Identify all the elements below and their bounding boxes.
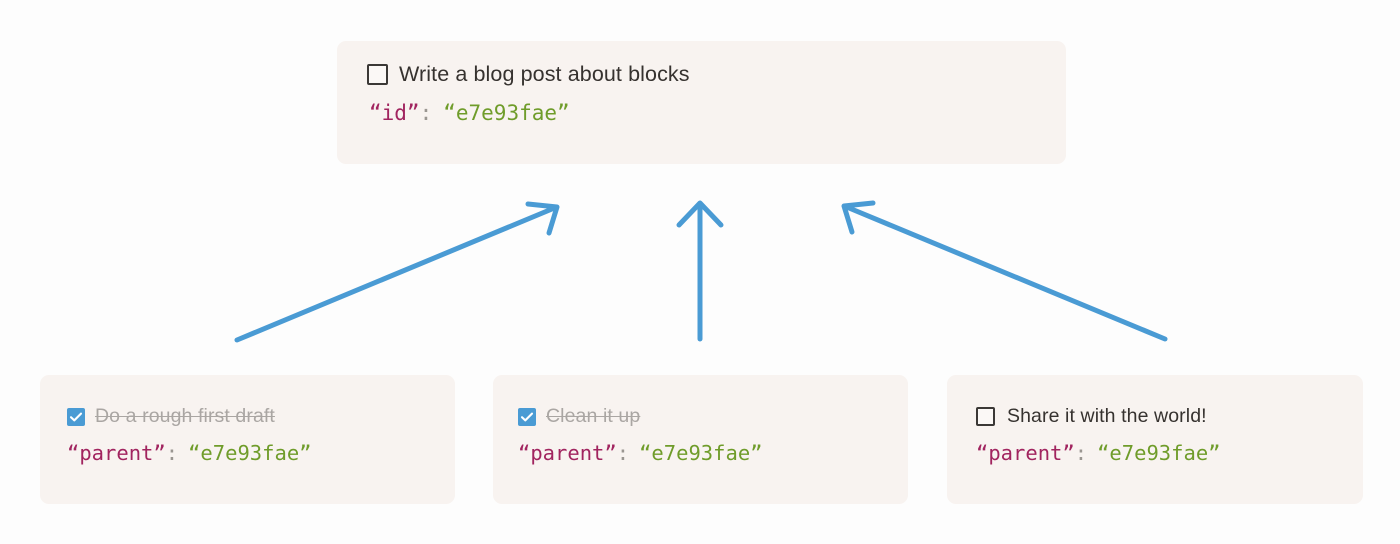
child-task-label: Clean it up: [546, 405, 641, 427]
child-json-key: “parent”: [976, 441, 1075, 465]
checkbox-checked-icon[interactable]: [518, 407, 536, 426]
checkbox-unchecked-icon[interactable]: [367, 64, 388, 85]
child-block-card[interactable]: Share it with the world! “parent”: “e7e93…: [947, 375, 1363, 504]
parent-task-label: Write a blog post about blocks: [399, 62, 690, 86]
child-json-row: “parent”: “e7e93fae”: [976, 441, 1363, 465]
parent-json-colon: :: [419, 101, 433, 125]
child-json-value: “e7e93fae”: [188, 441, 312, 465]
child-block-card[interactable]: Clean it up “parent”: “e7e93fae”: [493, 375, 908, 504]
child-json-key: “parent”: [67, 441, 166, 465]
parent-json-value: “e7e93fae”: [443, 101, 570, 125]
parent-task-row: Write a blog post about blocks: [367, 62, 1036, 87]
parent-block-card[interactable]: Write a blog post about blocks “id”: “e7e…: [337, 41, 1066, 164]
parent-json-row: “id”: “e7e93fae”: [369, 101, 1036, 125]
child-task-row: Clean it up: [518, 405, 908, 428]
child-json-value: “e7e93fae”: [1097, 441, 1221, 465]
checkbox-unchecked-icon[interactable]: [976, 407, 995, 426]
arrow-child-3-to-parent: [841, 200, 1168, 342]
child-task-row: Share it with the world!: [976, 405, 1363, 428]
child-task-label: Do a rough first draft: [95, 405, 275, 427]
parent-json-key: “id”: [369, 101, 420, 125]
checkbox-checked-icon[interactable]: [67, 407, 85, 426]
child-json-colon: :: [616, 441, 630, 465]
child-json-key: “parent”: [518, 441, 617, 465]
child-json-row: “parent”: “e7e93fae”: [67, 441, 455, 465]
child-json-row: “parent”: “e7e93fae”: [518, 441, 908, 465]
child-block-card[interactable]: Do a rough first draft “parent”: “e7e93fa…: [40, 375, 455, 504]
child-json-value: “e7e93fae”: [639, 441, 763, 465]
child-json-colon: :: [1074, 441, 1088, 465]
child-task-label: Share it with the world!: [1007, 405, 1207, 427]
arrow-child-1-to-parent: [234, 201, 560, 343]
arrow-child-2-to-parent: [676, 200, 724, 342]
child-json-colon: :: [165, 441, 179, 465]
child-task-row: Do a rough first draft: [67, 405, 455, 428]
